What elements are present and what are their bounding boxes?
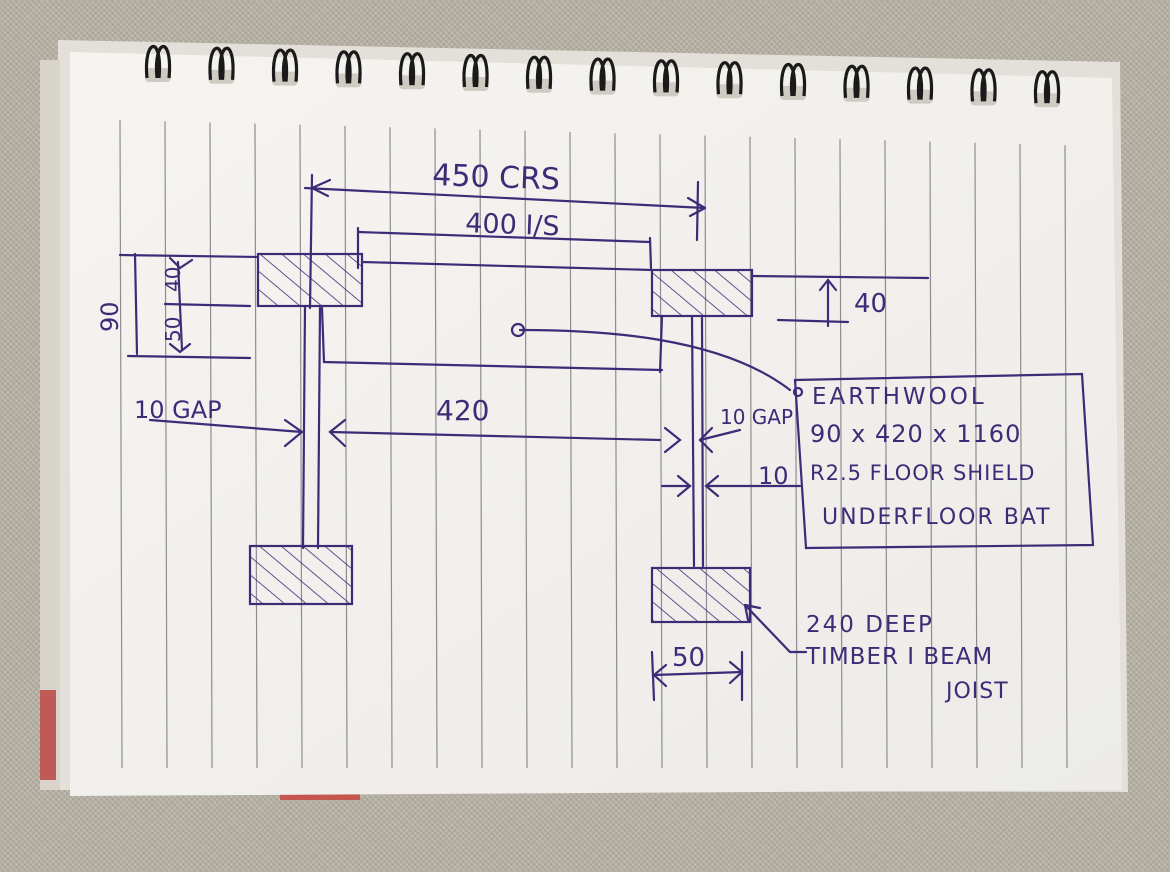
dimension-10 <box>660 474 802 498</box>
spiral-coil <box>208 46 235 84</box>
ruled-line <box>659 134 663 769</box>
ruled-line <box>209 122 213 769</box>
dimension-beam-50 <box>650 650 744 702</box>
spiral-coil <box>589 57 616 95</box>
ruled-line <box>749 136 753 769</box>
left-bottom-flange <box>248 544 354 606</box>
ruled-line <box>164 121 168 769</box>
joist-drawing <box>118 173 1095 702</box>
ruled-line <box>119 119 123 769</box>
ruled-line <box>614 133 618 769</box>
dimension-right-40 <box>776 278 850 328</box>
label-50-beam: 50 <box>672 643 705 673</box>
spiral-coil <box>271 48 299 86</box>
ruled-line <box>1064 145 1068 769</box>
label-40-left: 40 <box>161 267 185 292</box>
note-dimensions: 90 x 420 x 1160 <box>810 420 1021 448</box>
spiral-coil <box>970 68 997 106</box>
ruled-line <box>794 137 798 769</box>
note-earthwool: EARTHWOOL <box>812 384 987 410</box>
note-underfloor-bat: UNDERFLOOR BAT <box>822 505 1052 530</box>
label-40-right: 40 <box>854 289 887 319</box>
spiral-coil <box>335 50 362 88</box>
note-floor-shield: R2.5 FLOOR SHIELD <box>810 461 1035 485</box>
spiral-binding <box>144 45 1061 108</box>
spiral-coil <box>462 54 489 91</box>
left-top-flange <box>256 252 364 308</box>
label-400-is: 400 I/S <box>465 208 560 242</box>
spiral-coil <box>652 59 680 97</box>
spiral-coil <box>843 64 870 102</box>
ruled-line <box>344 125 348 769</box>
insulation-batt-outline <box>320 306 664 374</box>
ruled-line <box>704 135 708 769</box>
label-50-left: 50 <box>161 317 185 342</box>
ruled-line <box>299 124 303 769</box>
leader-earthwool <box>518 328 792 392</box>
label-90: 90 <box>96 301 124 332</box>
left-height-dimensions <box>126 252 252 360</box>
spiral-coil <box>906 66 934 104</box>
left-joist <box>248 252 364 606</box>
ruled-lines <box>119 119 1068 769</box>
ruled-line <box>839 139 843 769</box>
dimension-gap-420 <box>148 418 742 454</box>
spiral-coil <box>716 61 743 99</box>
beam-note-depth: 240 DEEP <box>806 612 934 638</box>
right-top-flange <box>650 268 754 318</box>
right-joist <box>650 268 754 624</box>
notebook-page <box>70 52 1122 796</box>
spiral-coil <box>144 45 172 82</box>
ruled-line <box>254 123 258 769</box>
note-box-outline <box>793 372 1095 550</box>
beam-note-joist: JOIST <box>944 679 1009 704</box>
ruled-line <box>974 142 978 769</box>
leader-beam-note <box>743 603 808 654</box>
right-bottom-flange <box>650 566 752 624</box>
label-10: 10 <box>758 462 789 490</box>
ruled-line <box>569 131 573 769</box>
left-web <box>301 304 322 550</box>
label-10-gap-left: 10 GAP <box>134 396 222 424</box>
spiral-coil <box>525 55 553 93</box>
spiral-coil <box>398 52 426 90</box>
ruled-line <box>884 140 888 769</box>
label-420: 420 <box>436 394 489 427</box>
spiral-coil <box>779 63 807 100</box>
ruled-line <box>1019 143 1023 769</box>
label-10-gap-right: 10 GAP <box>720 405 793 429</box>
label-450-crs: 450 CRS <box>432 158 561 197</box>
ruled-line <box>929 141 933 769</box>
beam-note-type: TIMBER I BEAM <box>805 644 993 670</box>
spiral-coil <box>1033 70 1061 108</box>
